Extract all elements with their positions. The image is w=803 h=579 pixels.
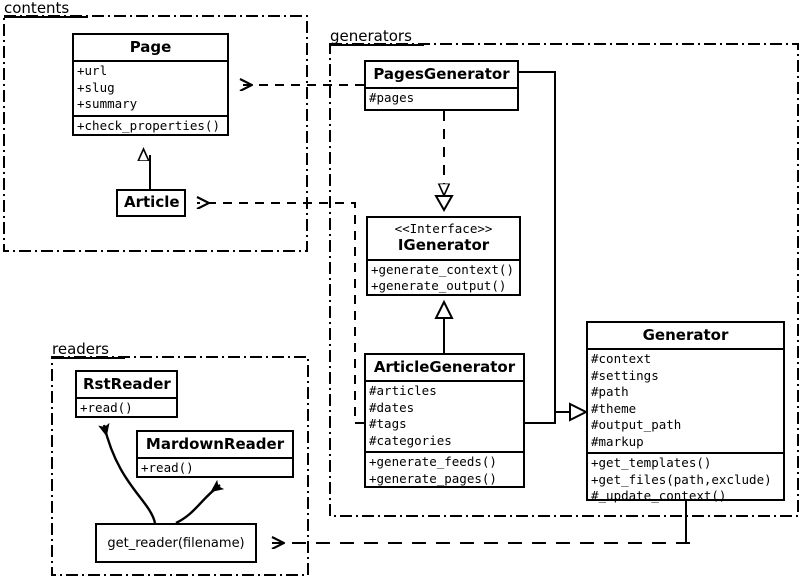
class-articlegenerator-name: ArticleGenerator	[373, 358, 516, 376]
attribute-row: #categories	[369, 432, 452, 448]
attribute-row: #settings	[591, 367, 659, 383]
class-page-methods: +check_properties()	[74, 114, 227, 137]
class-generator-methods: +get_templates() +get_files(path,exclude…	[588, 452, 783, 507]
relation-get-reader-returns-mardownreader	[175, 485, 220, 525]
class-page-name: Page	[129, 38, 172, 56]
method-row: +generate_output()	[371, 278, 507, 294]
method-row: +get_templates()	[591, 455, 712, 471]
class-mardownreader-name: MardownReader	[145, 435, 285, 453]
attribute-row: #articles	[369, 383, 437, 399]
class-generator-attributes: #context #settings #path #theme #output_…	[588, 348, 783, 452]
attribute-row: #path	[591, 384, 629, 400]
package-frame-generators	[329, 43, 799, 517]
class-rstreader-methods: +read()	[77, 397, 176, 419]
class-page[interactable]: Page +url +slug +summary +check_properti…	[72, 33, 229, 136]
package-label-contents: contents	[4, 0, 70, 17]
relation-generator-uses-get-reader	[272, 501, 690, 543]
method-row: #_update_context()	[591, 488, 727, 504]
class-pagesgenerator-attributes: #pages	[366, 87, 517, 109]
package-label-readers: readers	[52, 340, 109, 358]
class-pagesgenerator[interactable]: PagesGenerator #pages	[364, 60, 519, 111]
attribute-row: #theme	[591, 400, 637, 416]
class-rstreader-name: RstReader	[83, 375, 171, 393]
class-igenerator-name: IGenerator	[397, 236, 490, 255]
class-page-attributes: +url +slug +summary	[74, 60, 227, 115]
relation-generators-extend-generator	[519, 71, 589, 424]
relation-pagesgenerator-implements-igenerator	[434, 111, 454, 213]
class-mardownreader[interactable]: MardownReader +read()	[136, 430, 294, 478]
class-articlegenerator-attributes: #articles #dates #tags #categories	[366, 380, 523, 451]
class-articlegenerator[interactable]: ArticleGenerator #articles #dates #tags …	[364, 353, 525, 488]
package-frame-readers	[51, 356, 309, 576]
package-label-generators: generators	[330, 27, 412, 45]
relation-articlegenerator-extends-igenerator	[434, 299, 454, 353]
attribute-row: +url	[77, 63, 108, 79]
function-get-reader[interactable]: get_reader(filename)	[95, 523, 257, 563]
relation-articlegenerator-uses-article	[197, 203, 364, 424]
attribute-row: +summary	[77, 96, 138, 112]
attribute-row: +slug	[77, 79, 115, 95]
class-igenerator-methods: +generate_context() +generate_output()	[368, 258, 519, 297]
class-igenerator[interactable]: <<Interface>> IGenerator +generate_conte…	[366, 216, 521, 296]
class-generator-name: Generator	[642, 326, 729, 344]
attribute-row: #tags	[369, 416, 407, 432]
class-article-name: Article	[124, 193, 180, 211]
method-row: +generate_pages()	[369, 470, 497, 486]
method-row: +check_properties()	[77, 117, 220, 133]
relation-get-reader-returns-rstreader	[104, 425, 157, 524]
method-row: +read()	[80, 400, 133, 416]
method-row: +generate_context()	[371, 261, 514, 277]
method-row: +get_files(path,exclude)	[591, 471, 772, 487]
attribute-row: #output_path	[591, 417, 682, 433]
attribute-row: #pages	[369, 90, 415, 106]
attribute-row: #dates	[369, 399, 415, 415]
class-igenerator-stereotype: <<Interface>>	[394, 221, 493, 236]
class-article[interactable]: Article	[116, 189, 186, 217]
class-rstreader[interactable]: RstReader +read()	[75, 370, 178, 418]
attribute-row: #markup	[591, 433, 644, 449]
class-mardownreader-methods: +read()	[138, 457, 292, 479]
method-row: +generate_feeds()	[369, 454, 497, 470]
package-frame-contents	[3, 15, 308, 252]
class-generator[interactable]: Generator #context #settings #path #them…	[586, 321, 785, 503]
attribute-row: #context	[591, 351, 652, 367]
class-articlegenerator-methods: +generate_feeds() +generate_pages()	[366, 451, 523, 489]
class-pagesgenerator-name: PagesGenerator	[373, 65, 510, 83]
function-get-reader-label: get_reader(filename)	[107, 535, 245, 551]
method-row: +read()	[141, 460, 194, 476]
